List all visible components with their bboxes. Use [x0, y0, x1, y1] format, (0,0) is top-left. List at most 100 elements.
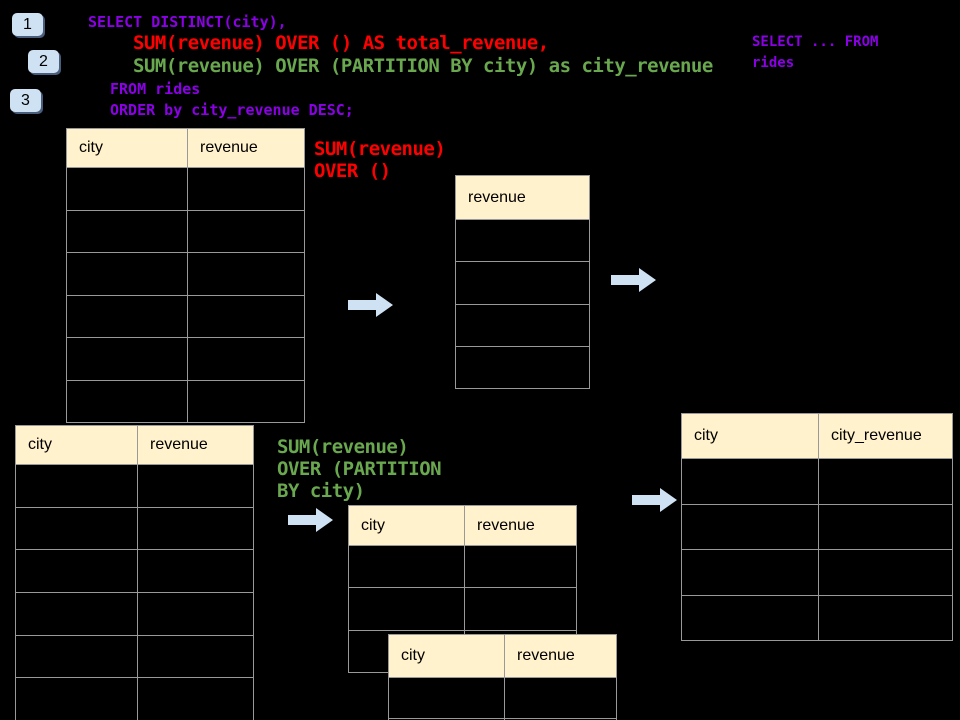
table-cell-empty [682, 459, 818, 504]
table-cell-empty [137, 678, 253, 720]
table-row [67, 294, 304, 337]
column-header: revenue [504, 635, 616, 677]
column-header: city_revenue [818, 414, 952, 458]
table-cell-empty [349, 546, 464, 588]
table-cell-empty [67, 210, 187, 252]
table-cell-empty [16, 635, 137, 678]
table-cell-empty [187, 295, 304, 337]
total-window-label-line2: OVER () [314, 160, 391, 182]
step-badge-1: 1 [12, 13, 43, 36]
table-row [16, 464, 253, 507]
table-cell-empty [67, 295, 187, 337]
column-header: revenue [187, 129, 304, 167]
column-header: city [682, 414, 818, 458]
table-cell-empty [16, 465, 137, 507]
right-arrow-icon [288, 508, 333, 532]
table-cell-empty [137, 550, 253, 593]
table-cell-empty [389, 678, 504, 718]
table-cell-empty [464, 588, 576, 630]
table-cell-empty [187, 168, 304, 210]
table-row [16, 677, 253, 720]
table-cell-empty [456, 220, 589, 262]
table-cell-empty [818, 504, 952, 549]
table-cell-empty [187, 253, 304, 295]
right-arrow-icon [348, 293, 393, 317]
side-note-line-1: SELECT ... FROM [752, 34, 879, 50]
table-row [16, 549, 253, 593]
partition-window-label-line2: OVER (PARTITION [277, 458, 442, 480]
table-cell-empty [67, 380, 187, 422]
table-cell-empty [682, 595, 818, 640]
table-row [67, 252, 304, 295]
table-cell-empty [16, 593, 137, 635]
table-cell-empty [187, 338, 304, 380]
step-badge-2: 2 [28, 50, 59, 73]
table-cell-empty [818, 550, 952, 595]
table-cell-empty [137, 635, 253, 678]
table-row [67, 167, 304, 210]
table-cell-empty [504, 678, 616, 718]
table-row [67, 379, 304, 422]
sql-line-total-revenue: SUM(revenue) OVER () AS total_revenue, [133, 32, 549, 54]
table-header-row: revenue [456, 176, 589, 219]
column-header: city [389, 635, 504, 677]
step-badge-3: 3 [10, 89, 41, 112]
right-arrow-icon [611, 268, 656, 292]
table-cell-empty [456, 304, 589, 346]
table-row [349, 587, 576, 630]
table-cell-empty [67, 253, 187, 295]
column-header: city [349, 506, 464, 545]
table-cell-empty [682, 504, 818, 549]
side-note-line-2: rides [752, 55, 795, 71]
table-cell-empty [187, 210, 304, 252]
table-cell-empty [349, 588, 464, 630]
partition-window-label-line3: BY city) [277, 480, 365, 502]
table-row [682, 594, 952, 640]
table-cell-empty [137, 507, 253, 550]
column-header: revenue [137, 426, 253, 464]
column-header: city [16, 426, 137, 464]
table-row [456, 303, 589, 346]
table-row [67, 337, 304, 380]
table-row [456, 345, 589, 388]
table-cell-empty [187, 380, 304, 422]
table-cell-empty [464, 546, 576, 588]
column-header: city [67, 129, 187, 167]
table-row [682, 503, 952, 549]
table-cell-empty [16, 507, 137, 550]
table-cell-empty [137, 593, 253, 635]
sql-line-city-revenue: SUM(revenue) OVER (PARTITION BY city) as… [133, 55, 713, 77]
partition-window-label-line1: SUM(revenue) [277, 436, 409, 458]
table-row [16, 634, 253, 678]
sql-line-order-by: ORDER by city_revenue DESC; [110, 101, 354, 119]
table-cell-empty [682, 550, 818, 595]
right-arrow-icon [632, 488, 677, 512]
table-total-revenue-result: revenue [455, 175, 590, 389]
sql-side-note: SELECT ... FROM rides [752, 32, 878, 74]
table-cell-empty [16, 550, 137, 593]
table-row [67, 209, 304, 252]
column-header: revenue [456, 176, 589, 219]
table-cell-empty [456, 346, 589, 388]
table-row [456, 261, 589, 304]
table-row [456, 219, 589, 262]
table-cell-empty [137, 465, 253, 507]
table-cell-empty [67, 168, 187, 210]
table-row [349, 545, 576, 588]
sql-line-select: SELECT DISTINCT(city), [88, 13, 287, 31]
table-cell-empty [818, 459, 952, 504]
table-cell-empty [67, 338, 187, 380]
table-cell-empty [16, 678, 137, 720]
table-row [16, 592, 253, 635]
table-row [16, 506, 253, 550]
table-row [389, 677, 616, 718]
table-row [682, 549, 952, 595]
